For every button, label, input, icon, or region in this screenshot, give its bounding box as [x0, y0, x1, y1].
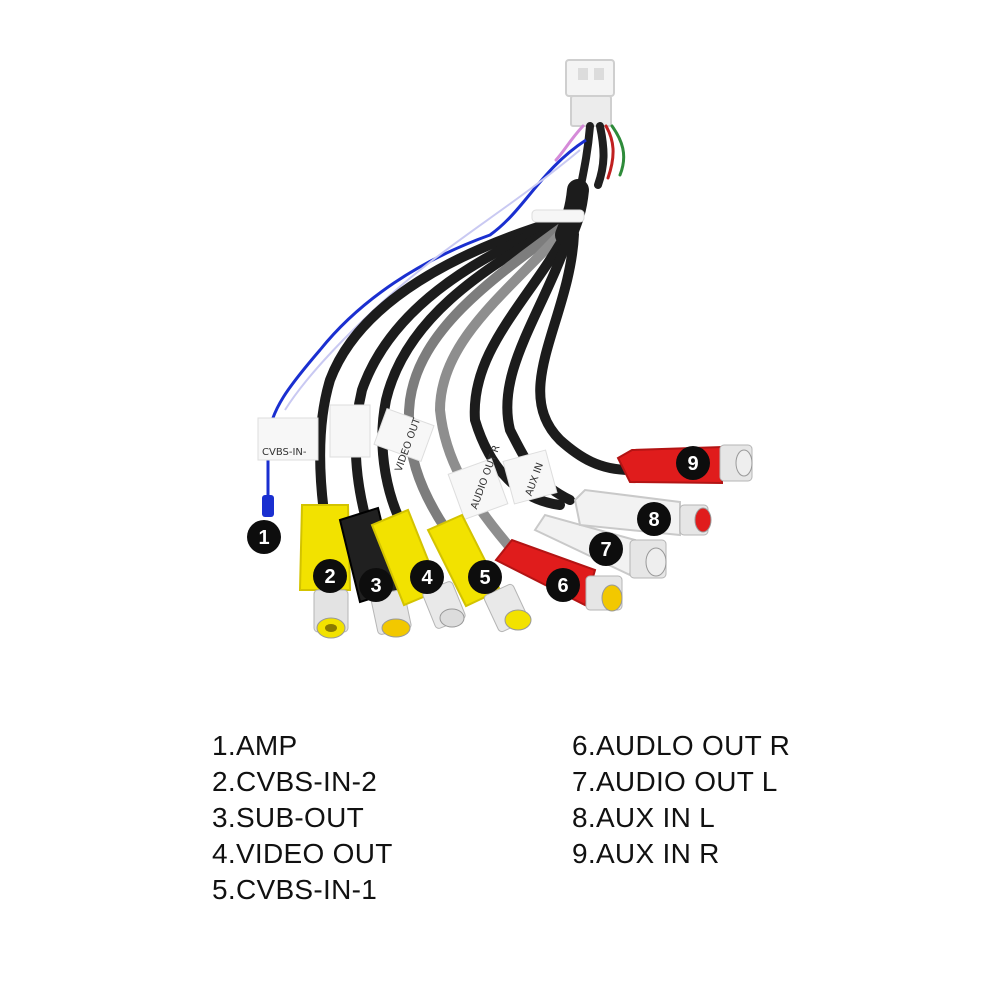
- badge-8: 8: [637, 502, 671, 536]
- badge-1: 1: [247, 520, 281, 554]
- legend-item-4: 4.VIDEO OUT: [212, 838, 393, 869]
- svg-text:5: 5: [479, 567, 490, 589]
- legend-item-3: 3.SUB-OUT: [212, 802, 365, 833]
- badge-7: 7: [589, 532, 623, 566]
- rca-plug-5: [426, 513, 532, 633]
- badge-6: 6: [546, 568, 580, 602]
- cable-harness-photo: CVBS-IN- VIDEO OUT AUDIO OUT R AUX IN: [247, 59, 753, 639]
- svg-text:8: 8: [648, 509, 659, 531]
- legend-item-2: 2.CVBS-IN-2: [212, 766, 378, 797]
- legend-item-7: 7.AUDIO OUT L: [572, 766, 778, 797]
- badge-2: 2: [313, 559, 347, 593]
- harness-connector: [565, 59, 615, 127]
- svg-text:3: 3: [370, 575, 381, 597]
- rca-cables: [315, 179, 635, 550]
- legend-left-column: 1.AMP 2.CVBS-IN-2 3.SUB-OUT 4.VIDEO OUT …: [212, 728, 393, 908]
- legend-item-5: 5.CVBS-IN-1: [212, 874, 378, 905]
- badge-5: 5: [468, 560, 502, 594]
- legend-item-1: 1.AMP: [212, 730, 298, 761]
- svg-text:4: 4: [421, 567, 433, 589]
- badge-9: 9: [676, 446, 710, 480]
- legend-item-9: 9.AUX IN R: [572, 838, 720, 869]
- connector-wires: [554, 122, 626, 194]
- svg-text:2: 2: [324, 566, 335, 588]
- svg-text:CVBS-IN-: CVBS-IN-: [262, 447, 307, 458]
- legend-item-8: 8.AUX IN L: [572, 802, 716, 833]
- amp-wire-white: [284, 149, 581, 411]
- svg-text:7: 7: [600, 539, 611, 561]
- badge-3: 3: [359, 568, 393, 602]
- amp-wire-tip: [262, 495, 274, 517]
- svg-text:6: 6: [557, 575, 568, 597]
- svg-text:9: 9: [687, 453, 698, 475]
- svg-text:1: 1: [258, 527, 269, 549]
- badge-4: 4: [410, 560, 444, 594]
- legend-item-6: 6.AUDLO OUT R: [572, 730, 791, 761]
- legend-right-column: 6.AUDLO OUT R 7.AUDIO OUT L 8.AUX IN L 9…: [572, 728, 790, 872]
- amp-wire: [266, 138, 587, 510]
